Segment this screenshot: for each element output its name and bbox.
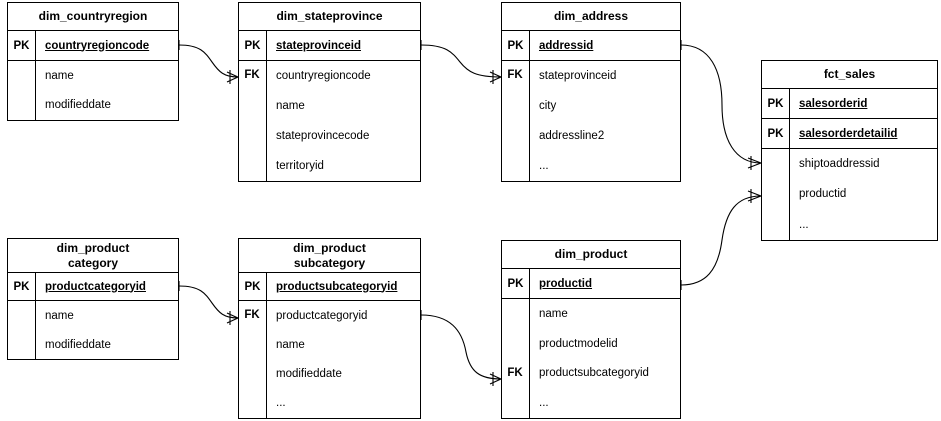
attribute-row[interactable]: countryregioncode — [276, 70, 371, 82]
attribute-name: addressid — [539, 39, 594, 52]
entity-title: dim_product category — [8, 239, 178, 273]
crowsfoot-marker — [226, 311, 239, 325]
attribute-row[interactable]: name — [539, 307, 568, 320]
attribute-name: salesorderdetailid — [799, 127, 898, 140]
entity-dim-productcategory[interactable]: dim_product category PK productcategoryi… — [7, 238, 179, 360]
attribute-row[interactable]: ... — [276, 397, 286, 410]
pk-row[interactable]: PK productsubcategoryid — [239, 273, 420, 301]
entity-dim-stateprovince[interactable]: dim_stateprovince PK stateprovinceid FK … — [238, 2, 421, 182]
attribute-block: FK countryregioncode name stateprovincec… — [239, 61, 420, 181]
attribute-row[interactable]: productsubcategoryid — [539, 367, 649, 380]
key-column — [762, 149, 790, 240]
fk-tag: FK — [244, 309, 260, 321]
attribute-block: FK name productmodelid productsubcategor… — [502, 299, 680, 418]
attribute-row[interactable]: modifieddate — [276, 368, 342, 381]
pk-row[interactable]: PK salesorderdetailid — [762, 119, 937, 149]
key-column: FK — [239, 301, 267, 418]
entity-title: dim_address — [502, 3, 680, 31]
key-column: FK — [239, 61, 267, 181]
key-column: FK — [502, 61, 530, 181]
attribute-row[interactable]: ... — [539, 160, 549, 172]
pk-tag: PK — [762, 119, 790, 148]
attribute-row[interactable]: ... — [799, 218, 809, 231]
pk-tag: PK — [502, 269, 530, 298]
attribute-row[interactable]: modifieddate — [45, 99, 111, 112]
attribute-name: countryregioncode — [45, 39, 150, 52]
attribute-row[interactable]: productmodelid — [539, 337, 618, 350]
crowsfoot-marker — [226, 70, 239, 84]
attribute-row[interactable]: productcategoryid — [276, 309, 368, 322]
relationship-stateprovince-to-address — [420, 40, 502, 84]
attribute-name: productid — [539, 277, 593, 290]
attribute-row[interactable]: ... — [539, 397, 549, 410]
fk-tag: FK — [244, 69, 260, 81]
key-column — [8, 61, 36, 120]
crowsfoot-marker — [747, 189, 762, 203]
attribute-name: salesorderid — [799, 97, 868, 110]
entity-dim-countryregion[interactable]: dim_countryregion PK countryregioncode n… — [7, 2, 179, 121]
entity-dim-product[interactable]: dim_product PK productid FK name product… — [501, 240, 681, 419]
attribute-row[interactable]: stateprovincecode — [276, 130, 370, 142]
relationship-countryregion-to-stateprovince — [178, 40, 239, 84]
key-column — [8, 301, 36, 359]
crowsfoot-marker — [489, 70, 502, 84]
pk-row[interactable]: PK addressid — [502, 31, 680, 61]
relationship-product-to-sales — [680, 189, 762, 290]
attribute-row[interactable]: name — [45, 69, 74, 82]
attribute-block: name modifieddate — [8, 61, 178, 120]
pk-row[interactable]: PK salesorderid — [762, 89, 937, 119]
pk-tag: PK — [239, 273, 267, 300]
entity-title: fct_sales — [762, 61, 937, 89]
entity-title: dim_stateprovince — [239, 3, 420, 31]
pk-tag: PK — [502, 31, 530, 60]
attribute-row[interactable]: city — [539, 100, 557, 112]
relationship-productsubcategory-to-product — [420, 310, 502, 386]
attribute-row[interactable]: addressline2 — [539, 130, 605, 142]
attribute-block: FK stateprovinceid city addressline2 ... — [502, 61, 680, 181]
attribute-row[interactable]: name — [276, 100, 305, 112]
pk-tag: PK — [8, 273, 36, 300]
relationship-address-to-sales — [680, 40, 762, 170]
crowsfoot-marker — [489, 372, 502, 386]
attribute-block: name modifieddate — [8, 301, 178, 359]
pk-row[interactable]: PK productid — [502, 269, 680, 299]
attribute-block: FK productcategoryid name modifieddate .… — [239, 301, 420, 418]
pk-tag: PK — [762, 89, 790, 118]
attribute-row[interactable]: stateprovinceid — [539, 70, 617, 82]
entity-dim-productsubcategory[interactable]: dim_product subcategory PK productsubcat… — [238, 238, 421, 419]
fk-tag: FK — [507, 69, 523, 81]
pk-row[interactable]: PK productcategoryid — [8, 273, 178, 301]
pk-tag: PK — [239, 31, 267, 60]
attribute-row[interactable]: modifieddate — [45, 338, 111, 351]
crowsfoot-marker — [747, 156, 762, 170]
attribute-row[interactable]: name — [45, 309, 74, 322]
relationship-productcategory-to-productsubcategory — [178, 281, 239, 325]
entity-fct-sales[interactable]: fct_sales PK salesorderid PK salesorderd… — [761, 60, 938, 241]
attribute-name: stateprovinceid — [276, 39, 361, 52]
attribute-row[interactable]: territoryid — [276, 160, 324, 172]
pk-row[interactable]: PK countryregioncode — [8, 31, 178, 61]
attribute-block: shiptoaddressid productid ... — [762, 149, 937, 240]
entity-title: dim_product — [502, 241, 680, 269]
pk-row[interactable]: PK stateprovinceid — [239, 31, 420, 61]
entity-dim-address[interactable]: dim_address PK addressid FK stateprovinc… — [501, 2, 681, 182]
attribute-name: productsubcategoryid — [276, 280, 398, 293]
entity-title: dim_countryregion — [8, 3, 178, 31]
pk-tag: PK — [8, 31, 36, 60]
fk-tag: FK — [507, 367, 523, 379]
attribute-row[interactable]: shiptoaddressid — [799, 158, 880, 171]
entity-title: dim_product subcategory — [239, 239, 420, 273]
attribute-name: productcategoryid — [45, 280, 146, 293]
attribute-row[interactable]: productid — [799, 188, 847, 201]
attribute-row[interactable]: name — [276, 338, 305, 351]
key-column: FK — [502, 299, 530, 418]
